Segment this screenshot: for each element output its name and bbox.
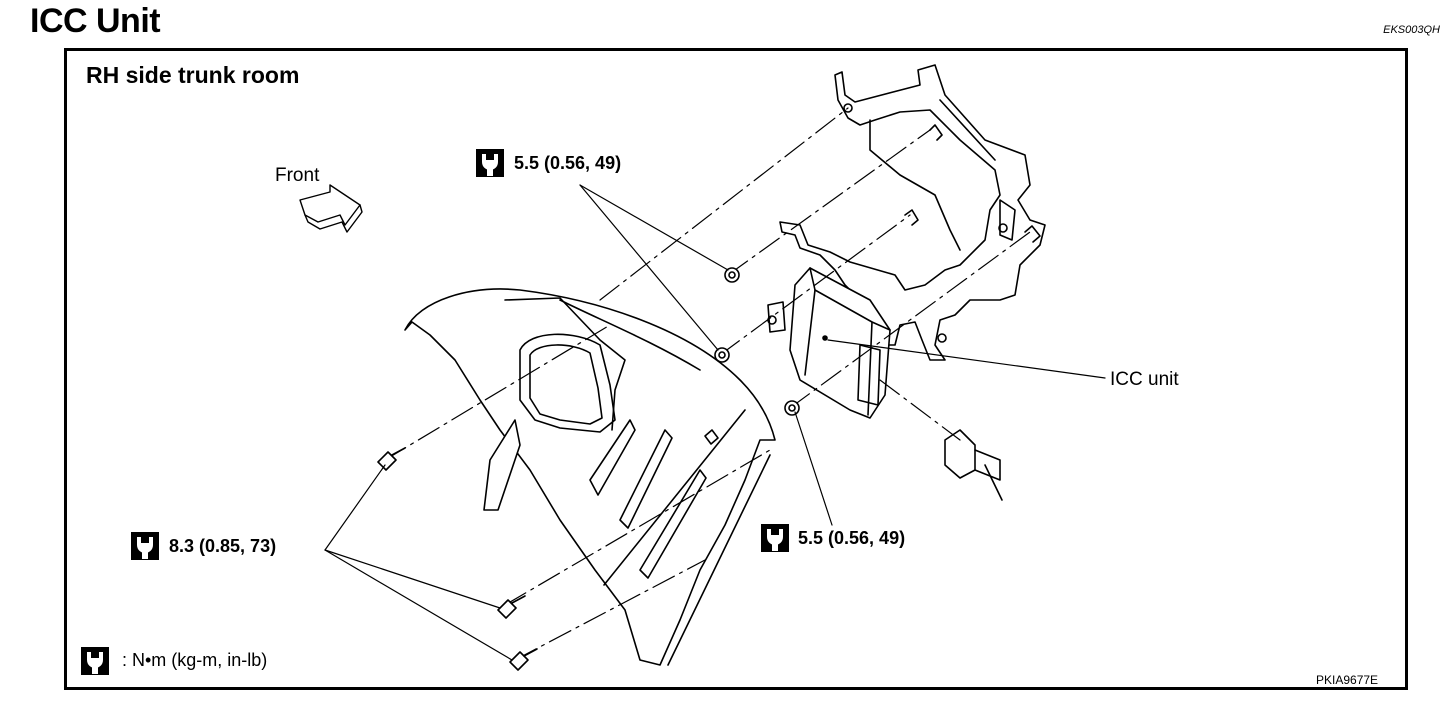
installation-lines bbox=[384, 107, 1031, 661]
wrench-torque-icon bbox=[476, 149, 504, 177]
wrench-torque-icon bbox=[131, 532, 159, 560]
wrench-torque-icon bbox=[761, 524, 789, 552]
icc-mounting-bracket bbox=[767, 64, 1046, 361]
leader-lines bbox=[324, 184, 1106, 661]
harness-connector bbox=[944, 429, 1003, 501]
torque-spec-upper-nuts: 5.5 (0.56, 49) bbox=[514, 153, 622, 173]
section-title: RH side trunk room bbox=[86, 62, 300, 88]
document-code: EKS003QH bbox=[1383, 24, 1440, 36]
front-label: Front bbox=[275, 165, 320, 186]
icc-unit-label: ICC unit bbox=[1110, 369, 1179, 390]
torque-spec-bolts: 8.3 (0.85, 73) bbox=[169, 536, 277, 556]
torque-spec-lower-nut: 5.5 (0.56, 49) bbox=[798, 528, 906, 548]
wrench-torque-icon bbox=[81, 647, 109, 675]
front-arrow-icon bbox=[299, 184, 363, 233]
trunk-side-trim-panel bbox=[404, 288, 776, 666]
icc-unit bbox=[789, 267, 891, 419]
torque-unit-legend: : N•m (kg-m, in-lb) bbox=[122, 650, 268, 670]
page-title: ICC Unit bbox=[30, 2, 161, 40]
figure-code: PKIA9677E bbox=[1316, 673, 1379, 687]
figure-frame bbox=[64, 48, 1408, 690]
